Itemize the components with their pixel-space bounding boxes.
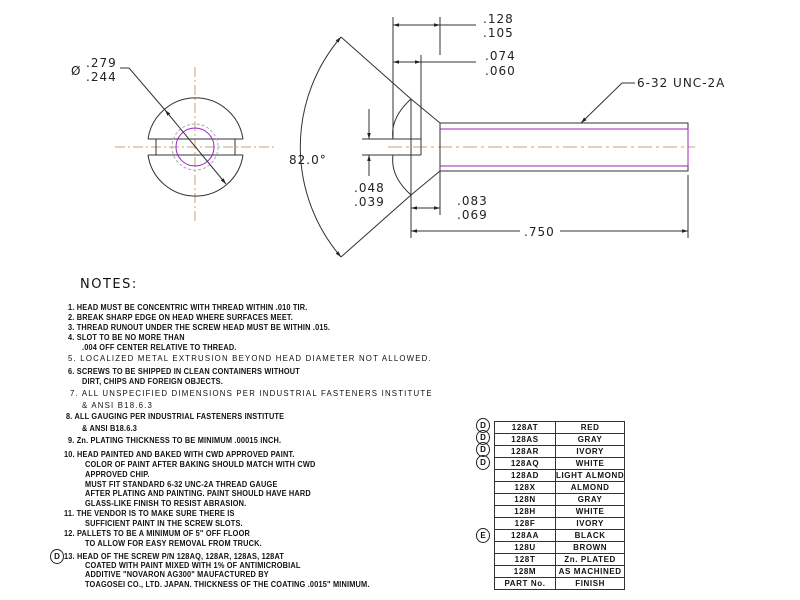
note-10-line: AFTER PLATING AND PAINTING. PAINT SHOULD… <box>85 489 311 498</box>
head-height-min: .105 <box>483 26 514 40</box>
part-number-cell: 128AA <box>494 529 556 542</box>
note-10-line: GLASS-LIKE FINISH TO RESIST ABRASION. <box>85 499 247 508</box>
finish-cell: BLACK <box>554 529 626 542</box>
head-diameter-min: .244 <box>86 70 117 84</box>
finish-cell: LIGHT ALMOND <box>554 469 626 482</box>
note-4-line: 4. SLOT TO BE NO MORE THAN <box>68 333 185 342</box>
note-8-line: & ANSI B18.6.3 <box>82 424 138 433</box>
note-13-line: 13. HEAD OF THE SCREW P/N 128AQ, 128AR, … <box>64 552 285 561</box>
note-10-line: 10. HEAD PAINTED AND BAKED WITH CWD APPR… <box>64 450 295 459</box>
note-12-line: TO ALLOW FOR EASY REMOVAL FROM TRUCK. <box>85 539 262 548</box>
note-11-line: 11. THE VENDOR IS TO MAKE SURE THERE IS <box>64 509 235 518</box>
part-number-cell: 128H <box>494 505 556 518</box>
thread-leader <box>580 82 635 124</box>
finish-cell: WHITE <box>554 457 626 470</box>
finish-cell: IVORY <box>554 445 626 458</box>
notes-title: NOTES: <box>80 277 138 292</box>
finish-cell: ALMOND <box>554 481 626 494</box>
finish-cell: GRAY <box>554 433 626 446</box>
slot-width-min: .039 <box>354 195 385 209</box>
part-number-cell: 128AT <box>494 421 556 434</box>
revision-marker: D <box>476 454 490 470</box>
revision-marker: E <box>476 527 490 543</box>
diameter-dimension <box>164 109 227 185</box>
revision-marker: D <box>50 549 64 564</box>
part-number-cell: 128F <box>494 517 556 530</box>
part-number-cell: 128M <box>494 565 556 578</box>
part-number-cell: 128N <box>494 493 556 506</box>
finish-cell: WHITE <box>554 505 626 518</box>
finish-header: FINISH <box>554 577 626 590</box>
part-number-cell: 128X <box>494 481 556 494</box>
note-13-line: TOAGOSEI CO., LTD. JAPAN. THICKNESS OF T… <box>85 580 370 589</box>
diameter-leader <box>120 67 166 111</box>
table-header-row: PART No. FINISH <box>494 577 626 590</box>
part-number-cell: 128T <box>494 553 556 566</box>
finish-cell: Zn. PLATED <box>554 553 626 566</box>
note-10-line: APPROVED CHIP. <box>85 470 150 479</box>
slot-depth-max: .074 <box>485 49 516 63</box>
diameter-symbol: Ø <box>71 64 81 78</box>
note-1-line: 1. HEAD MUST BE CONCENTRIC WITH THREAD W… <box>68 303 308 312</box>
note-3-line: 3. THREAD RUNOUT UNDER THE SCREW HEAD MU… <box>68 323 331 332</box>
angle-arc <box>299 36 342 258</box>
head-diameter-max: .279 <box>86 56 117 70</box>
part-number-cell: 128AD <box>494 469 556 482</box>
part-number-cell: 128AS <box>494 433 556 446</box>
head-height-max: .128 <box>483 12 514 26</box>
slot-width-max: .048 <box>354 181 385 195</box>
finish-cell: AS MACHINED <box>554 565 626 578</box>
finish-cell: BROWN <box>554 541 626 554</box>
note-13-line: COATED WITH PAINT MIXED WITH 1% OF ANTIM… <box>85 561 301 570</box>
slot-depth-min: .060 <box>485 64 516 78</box>
note-7-line: 7. ALL UNSPECIFIED DIMENSIONS PER INDUST… <box>70 388 433 398</box>
note-12-line: 12. PALLETS TO BE A MINIMUM OF 5" OFF FL… <box>64 529 251 538</box>
note-6-line: DIRT, CHIPS AND FOREIGN OBJECTS. <box>82 377 223 386</box>
part-number-cell: 128AR <box>494 445 556 458</box>
length-dimension: .750 <box>524 225 555 239</box>
end-view <box>115 67 277 222</box>
note-8-line: 8. ALL GAUGING PER INDUSTRIAL FASTENERS … <box>66 412 285 421</box>
note-10-line: MUST FIT STANDARD 6-32 UNC-2A THREAD GAU… <box>85 480 278 489</box>
head-angle: 82.0° <box>289 153 327 167</box>
note-7-line: & ANSI B18.6.3 <box>82 400 154 410</box>
head-edge-max: .083 <box>457 194 488 208</box>
part-number-cell: 128U <box>494 541 556 554</box>
part-number-cell: 128AQ <box>494 457 556 470</box>
note-5-line: 5. LOCALIZED METAL EXTRUSION BEYOND HEAD… <box>68 353 432 363</box>
note-9-line: 9. Zn. PLATING THICKNESS TO BE MINIMUM .… <box>68 436 282 445</box>
side-view <box>299 17 695 258</box>
note-10-line: COLOR OF PAINT AFTER BAKING SHOULD MATCH… <box>85 460 316 469</box>
finish-cell: GRAY <box>554 493 626 506</box>
head-outline-top <box>147 97 244 140</box>
finish-cell: RED <box>554 421 626 434</box>
part-number-header: PART No. <box>494 577 556 590</box>
note-2-line: 2. BREAK SHARP EDGE ON HEAD WHERE SURFAC… <box>68 313 294 322</box>
note-4-line: .004 OFF CENTER RELATIVE TO THREAD. <box>82 343 237 352</box>
head-edge-min: .069 <box>457 208 488 222</box>
note-11-line: SUFFICIENT PAINT IN THE SCREW SLOTS. <box>85 519 243 528</box>
finish-cell: IVORY <box>554 517 626 530</box>
note-13-line: ADDITIVE "NOVARON AG300" MAUFACTURED BY <box>85 570 269 579</box>
head-outline-bottom <box>147 154 244 197</box>
note-6-line: 6. SCREWS TO BE SHIPPED IN CLEAN CONTAIN… <box>68 367 300 376</box>
thread-callout: 6-32 UNC-2A <box>637 76 725 90</box>
